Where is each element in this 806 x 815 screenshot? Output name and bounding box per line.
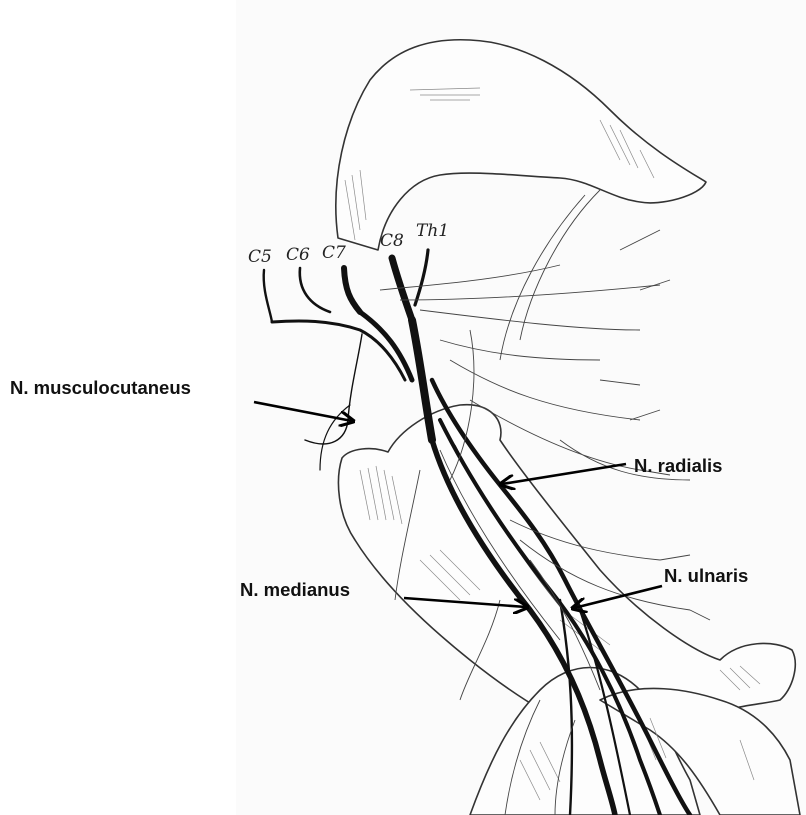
root-label-th1: Th1 <box>416 221 449 241</box>
label-medianus: N. medianus <box>240 579 350 600</box>
label-ulnaris: N. ulnaris <box>664 565 748 586</box>
root-label-c7: C7 <box>322 243 346 263</box>
root-label-c6: C6 <box>286 245 310 265</box>
label-radialis: N. radialis <box>634 455 722 476</box>
root-label-c5: C5 <box>248 247 272 267</box>
label-musculocutaneus: N. musculocutaneus <box>10 377 191 398</box>
root-label-c8: C8 <box>380 231 404 251</box>
